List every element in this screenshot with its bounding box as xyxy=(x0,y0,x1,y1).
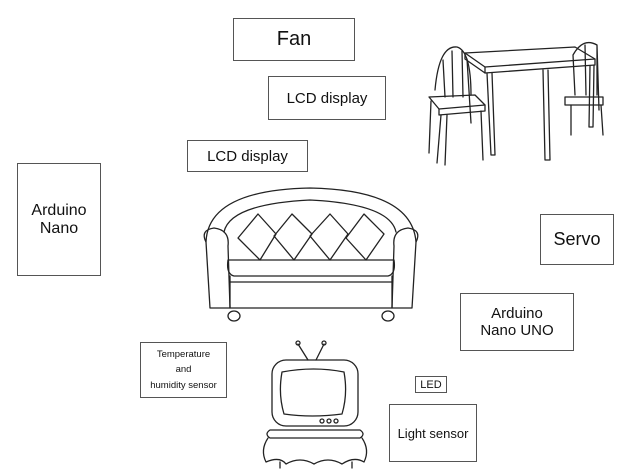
sofa-illustration xyxy=(203,187,419,322)
lcd-display-label-top: LCD display xyxy=(286,89,368,107)
light-sensor-box: Light sensor xyxy=(389,404,477,462)
arduino-nano-label-line2: Nano xyxy=(39,219,79,237)
light-sensor-label: Light sensor xyxy=(397,425,469,441)
temp-sensor-label-line3: humidity sensor xyxy=(150,379,217,391)
lcd-display-label-middle: LCD display xyxy=(207,147,288,165)
led-label: LED xyxy=(420,378,442,391)
lcd-display-box-top: LCD display xyxy=(268,76,386,120)
television-illustration xyxy=(262,340,368,469)
fan-label: Fan xyxy=(276,28,312,50)
servo-label: Servo xyxy=(553,229,601,249)
arduino-nano-uno-box: Arduino Nano UNO xyxy=(460,293,574,351)
fan-box: Fan xyxy=(233,18,355,61)
led-box: LED xyxy=(415,376,447,393)
lcd-display-box-middle: LCD display xyxy=(187,140,308,172)
temperature-humidity-sensor-box: Temperature and humidity sensor xyxy=(140,342,227,398)
arduino-nano-box: Arduino Nano xyxy=(17,163,101,276)
arduino-nano-uno-label-line1: Arduino xyxy=(491,305,543,322)
arduino-nano-uno-label-line2: Nano UNO xyxy=(480,322,554,339)
servo-box: Servo xyxy=(540,214,614,265)
arduino-nano-label-line1: Arduino xyxy=(31,201,87,219)
table-with-chairs-illustration xyxy=(428,41,604,166)
temp-sensor-label-line2: and xyxy=(175,364,192,376)
temp-sensor-label-line1: Temperature xyxy=(156,349,211,361)
